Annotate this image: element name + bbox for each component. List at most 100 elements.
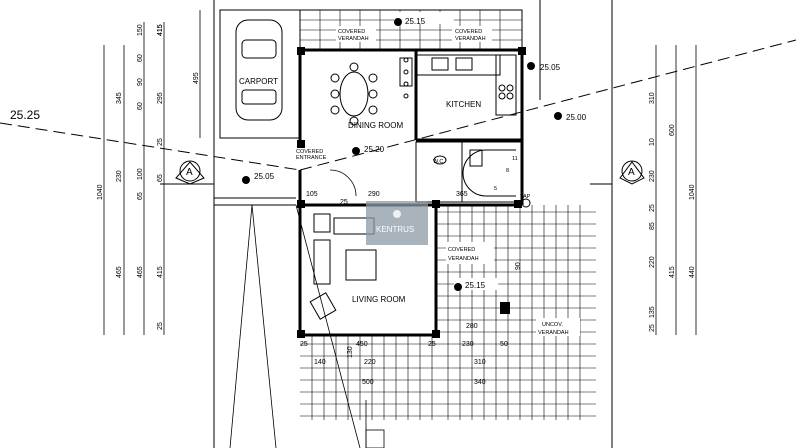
dining-room-label: DINING ROOM [348, 121, 403, 130]
dim-right-2: 10 [649, 138, 656, 146]
dim-plan-16: 500 [362, 379, 374, 386]
tap-icon [521, 198, 531, 208]
carport-label: CARPORT [239, 77, 278, 86]
verandah-top-right-2: VERANDAH [455, 36, 486, 42]
dim-right-4: 25 [649, 204, 656, 212]
watermark-text: KENTRUS [376, 225, 414, 234]
dim-plan-6: 280 [466, 323, 478, 330]
dim-plan-9: 25 [428, 341, 436, 348]
level-marker-icon [352, 147, 360, 155]
dim-right-mid-1: 600 [669, 124, 676, 136]
covered-verandah-2: VERANDAH [448, 256, 479, 262]
dining-table-icon [330, 62, 378, 126]
dim-left-inner-14: 25 [157, 322, 164, 330]
watermark-logo: KENTRUS [366, 201, 428, 245]
dim-plan-5: 90 [515, 262, 522, 270]
covered-entrance: COVERED ENTRANCE 25.20 [296, 145, 385, 197]
dim-plan-15: 310 [474, 359, 486, 366]
dim-plan-14: 130 [347, 346, 354, 358]
section-marker-left: A [160, 160, 214, 185]
verandah-top-left-2: VERANDAH [338, 36, 369, 42]
dim-left-inner-5: 100 [137, 168, 144, 180]
dim-plan-1: 105 [306, 191, 318, 198]
entrance-label-1: COVERED [296, 149, 323, 155]
level-marker-icon [394, 18, 402, 26]
entrance-label-2: ENTRANCE [296, 155, 327, 161]
verandah-top-left-1: COVERED [338, 29, 365, 35]
top-verandah: COVERED VERANDAH COVERED VERANDAH 25.15 [299, 9, 523, 51]
dim-right-8: 25 [649, 324, 656, 332]
dim-plan-4: 25 [340, 199, 348, 206]
dim-left-inner-12: 415 [157, 24, 164, 36]
uncov-verandah-2: VERANDAH [538, 330, 569, 336]
dim-right-mid-2: 415 [669, 266, 676, 278]
dim-left-inner-2: 60 [137, 54, 144, 62]
dim-plan-8: 450 [356, 341, 368, 348]
dim-left-mid-2: 230 [116, 170, 123, 182]
dimension-lines-left [103, 10, 201, 335]
dim-right-5: 85 [649, 222, 656, 230]
level-marker-icon [527, 62, 535, 70]
dim-right-7: 135 [649, 306, 656, 318]
wc-stairs [415, 141, 523, 203]
dim-left-outer: 1040 [97, 184, 104, 200]
dim-left-inner-4: 60 [137, 102, 144, 110]
level-top: 25.15 [405, 17, 426, 26]
dim-plan-17: 340 [474, 379, 486, 386]
section-marker-left-label: A [186, 167, 193, 178]
dim-right-1: 310 [649, 92, 656, 104]
level-marker-icon [554, 112, 562, 120]
dim-left-inner-7: 465 [137, 266, 144, 278]
dim-left-inner-8: 295 [157, 92, 164, 104]
dim-plan-7: 25 [300, 341, 308, 348]
covered-verandah-1: COVERED [448, 247, 475, 253]
kitchen-label: KITCHEN [446, 100, 481, 109]
wc-label: W.C. [433, 159, 445, 165]
dim-plan-13: 220 [364, 359, 376, 366]
carport: CARPORT [219, 9, 301, 139]
dim-plan-3: 365 [456, 191, 468, 198]
kitchen-counter [399, 54, 517, 116]
dim-carport: 495 [193, 72, 200, 84]
level-marker-icon [454, 283, 462, 291]
level-left: 25.05 [254, 172, 275, 181]
level-right-top: 25.05 [540, 63, 561, 72]
car-icon [235, 19, 283, 121]
dim-right-6: 220 [649, 256, 656, 268]
level-right-mid: 25.00 [566, 113, 587, 122]
dim-right-outer: 1040 [689, 184, 696, 200]
door-swing-icon [329, 169, 357, 197]
tap-label: TAP [520, 194, 531, 200]
dimension-lines-right [655, 45, 697, 335]
level-verandah: 25.15 [465, 281, 486, 290]
dim-left-inner-3: 90 [137, 78, 144, 86]
living-room-label: LIVING ROOM [352, 295, 406, 304]
dim-plan-2: 290 [368, 191, 380, 198]
dim-left-inner-9: 25 [157, 138, 164, 146]
pillars [297, 47, 526, 338]
dim-left-inner-13: 415 [157, 266, 164, 278]
dim-left-mid-3: 465 [116, 266, 123, 278]
dim-right-3: 230 [649, 170, 656, 182]
dim-left-inner-6: 65 [137, 192, 144, 200]
section-marker-right-label: A [628, 167, 635, 178]
stair-2: 8 [506, 168, 509, 174]
dim-right-mid-3: 440 [689, 266, 696, 278]
walls [298, 48, 524, 337]
section-marker-right: A [590, 160, 645, 185]
site-boundary [213, 0, 613, 448]
contour-level: 25.25 [10, 108, 40, 122]
dim-left-inner-11: 415 [157, 24, 164, 36]
driveway [229, 204, 385, 448]
stair-1: 11 [512, 156, 518, 162]
dim-left-inner-1: 150 [137, 24, 144, 36]
dim-plan-10: 230 [462, 341, 474, 348]
dim-plan-12: 140 [314, 359, 326, 366]
dim-left-mid-1: 345 [116, 92, 123, 104]
level-marker-icon [242, 176, 250, 184]
contour-line: 25.25 [0, 39, 796, 171]
stair-3: 5 [494, 186, 497, 192]
level-entrance: 25.20 [364, 145, 385, 154]
dim-plan-11: 50 [500, 341, 508, 348]
